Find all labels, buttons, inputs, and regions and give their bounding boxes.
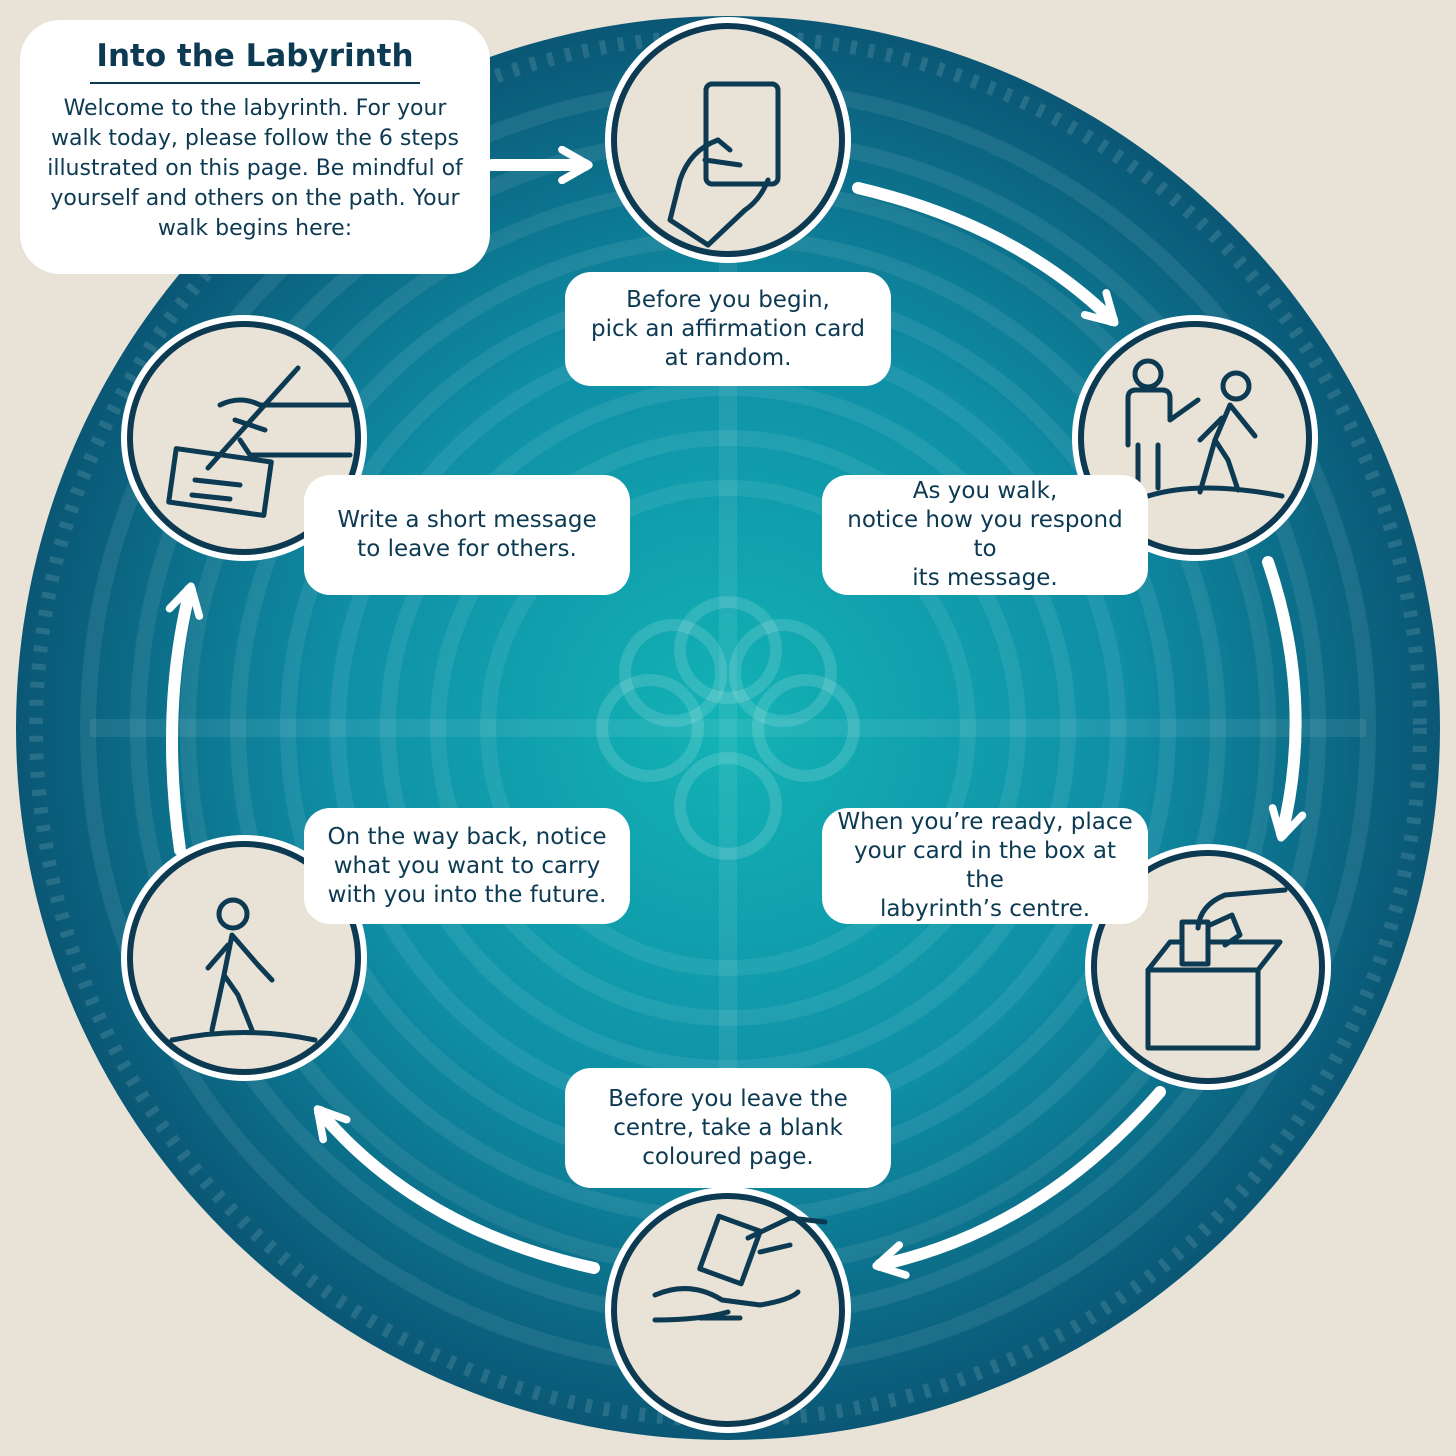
step-3-text: When you’re ready, place your card in th… [822, 808, 1148, 924]
labyrinth-background [16, 16, 1440, 1440]
hand-holding-card-icon [667, 81, 781, 248]
intro-panel: Into the Labyrinth Welcome to the labyri… [20, 20, 490, 274]
arrow-step5-to-step6 [165, 582, 204, 856]
flow-arrows [165, 145, 1307, 1279]
step-4-circle [605, 1187, 851, 1433]
hand-writing-icon [166, 365, 353, 518]
intro-text: Welcome to the labyrinth. For your walk … [47, 96, 463, 241]
arrow-step4-to-step5 [313, 1105, 600, 1274]
step-1-text: Before you begin, pick an affirmation ca… [565, 272, 891, 386]
two-people-walking-icon [1125, 358, 1285, 499]
step-1-circle [605, 17, 851, 263]
step-2-text: As you walk, notice how you respond to i… [822, 475, 1148, 595]
person-walking-icon [169, 897, 318, 1043]
arrow-step3-to-step4 [872, 1086, 1166, 1279]
page-title: Into the Labyrinth [90, 34, 420, 84]
arrow-step2-to-step3 [1262, 556, 1307, 842]
step-4-text: Before you leave the centre, take a blan… [565, 1068, 891, 1188]
card-into-box-icon [1145, 887, 1288, 1051]
step-5-text: On the way back, notice what you want to… [304, 808, 630, 924]
step-6-text: Write a short message to leave for other… [304, 475, 630, 595]
hand-giving-page-icon [652, 1213, 828, 1323]
arrow-step1-to-step2 [852, 182, 1119, 327]
